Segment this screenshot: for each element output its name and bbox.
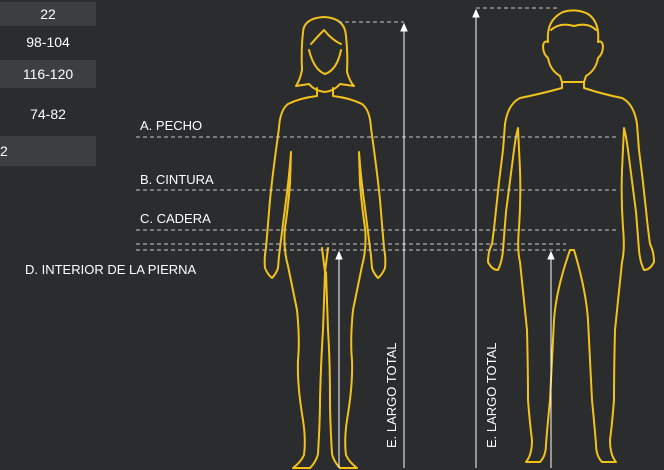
arrow-head-icon [548, 252, 554, 259]
inseam-label: D. INTERIOR DE LA PIERNA [25, 262, 196, 277]
female-figure [265, 17, 386, 468]
arrow-head-icon [473, 10, 479, 17]
chest-label: A. PECHO [140, 118, 202, 133]
female-total-length-label: E. LARGO TOTAL [384, 343, 399, 448]
male-figure [488, 10, 654, 462]
male-total-length-label: E. LARGO TOTAL [484, 343, 499, 448]
hip-label: C. CADERA [140, 211, 211, 226]
arrow-head-icon [336, 252, 342, 259]
waist-label: B. CINTURA [140, 172, 214, 187]
arrow-head-icon [401, 24, 407, 31]
